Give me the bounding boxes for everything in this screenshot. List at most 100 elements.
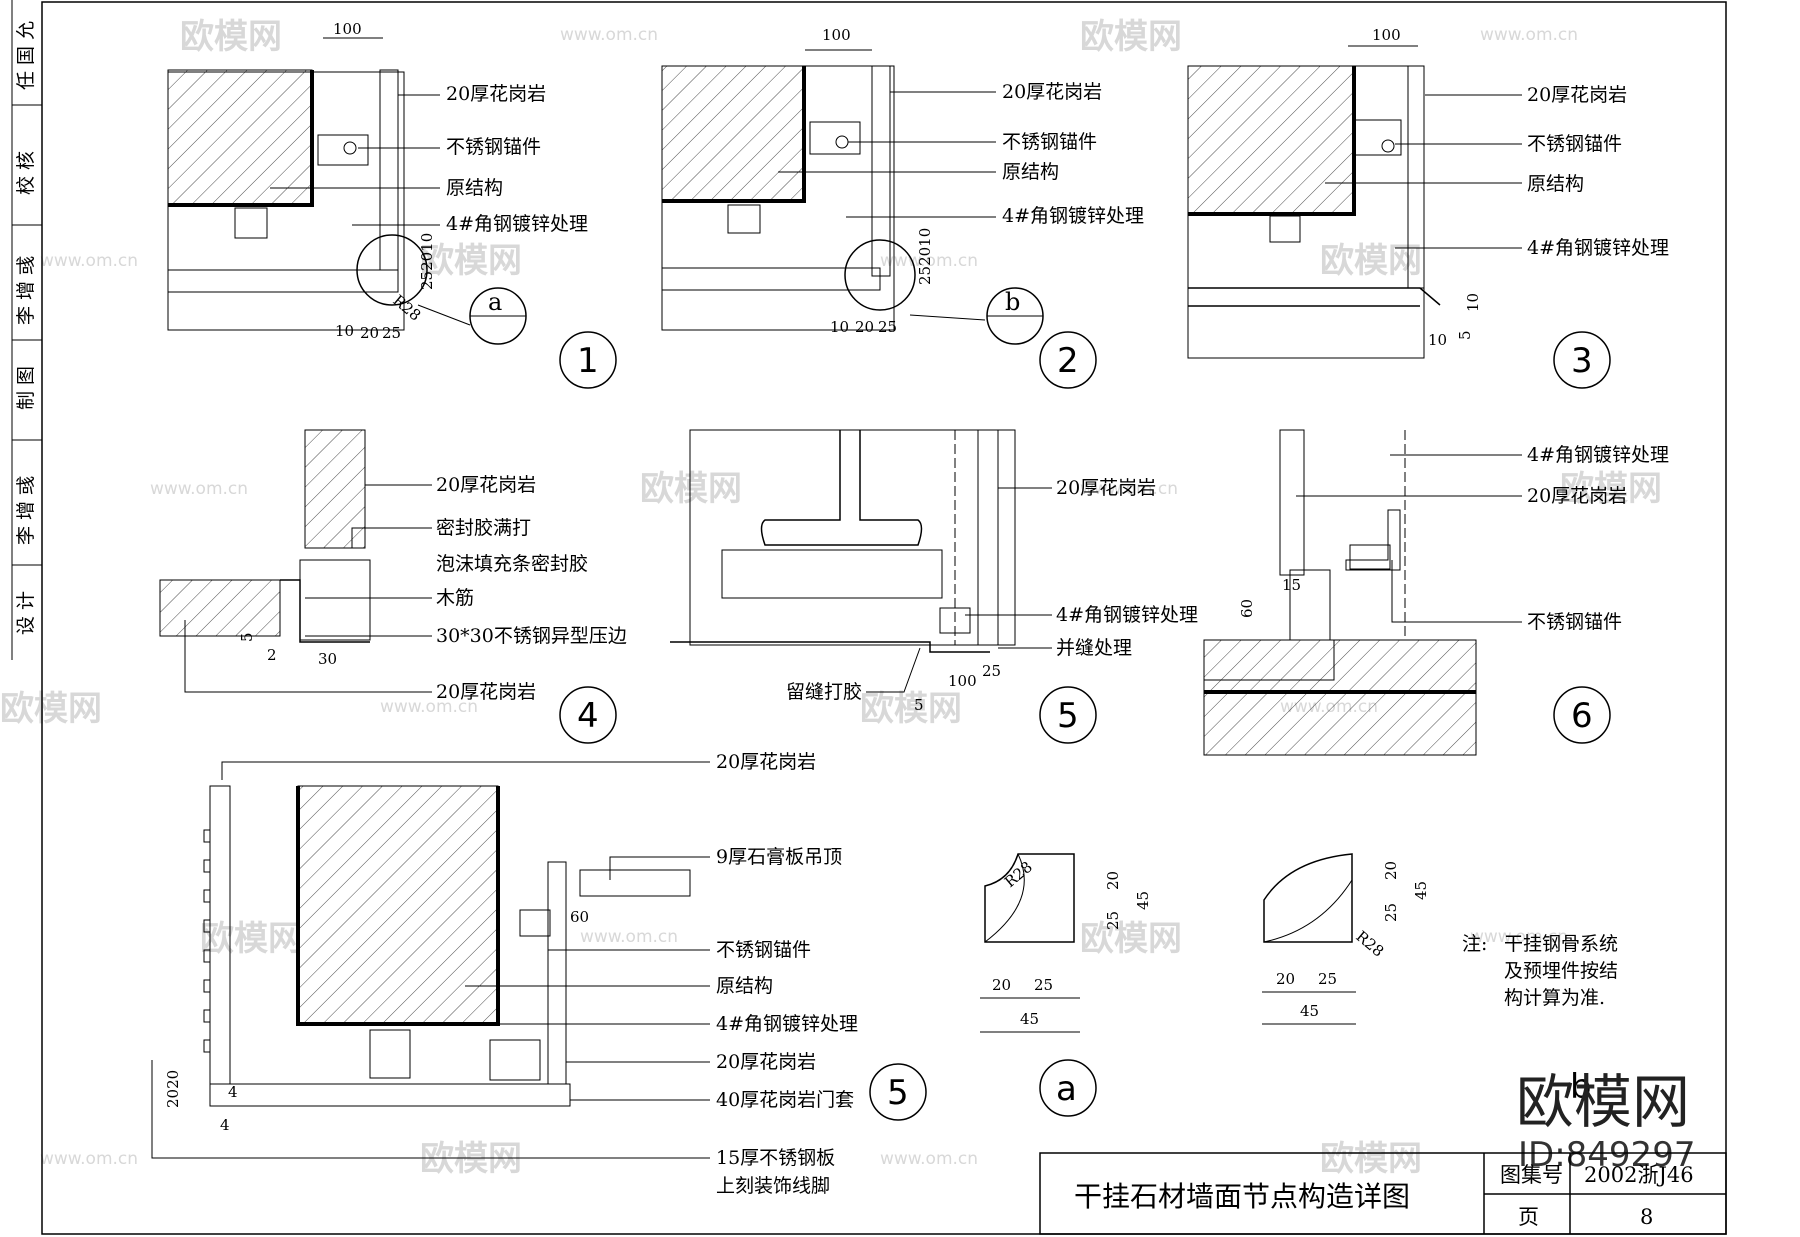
- stainless-trim: [280, 579, 370, 643]
- corner-profile: [984, 853, 1075, 943]
- detail-number-circle: [1039, 331, 1097, 389]
- watermark-url: www.om.cn: [1480, 25, 1578, 45]
- label-granite: 20厚花岗岩: [446, 83, 546, 105]
- atlas-label: 图集号: [1500, 1163, 1563, 1187]
- detail-number-circle: [559, 686, 617, 744]
- label-casing: 40厚花岗岩门套: [716, 1089, 854, 1111]
- callout-b-text: b: [1005, 288, 1020, 316]
- detail-5-lower: 20厚花岗岩 9厚石膏板吊顶 不锈钢锚件 原结构 4#角钢镀锌处理 20厚花岗岩…: [151, 751, 927, 1197]
- detail-number-circle: [1553, 686, 1611, 744]
- label-foam: 泡沫填充条密封胶: [436, 553, 588, 575]
- structure-edge: [662, 66, 806, 203]
- watermark-brand: 欧模网: [860, 689, 962, 729]
- label-angle: 4#角钢镀锌处理: [446, 213, 588, 235]
- note-prefix: 注:: [1462, 933, 1487, 955]
- structure-edge: [168, 70, 314, 207]
- watermark-url: www.om.cn: [40, 1149, 138, 1169]
- dim-2020: 2020: [164, 1070, 182, 1108]
- label-structure: 原结构: [1527, 173, 1584, 195]
- side-label-drafter-role: 制 图: [15, 366, 37, 410]
- label-angle: 4#角钢镀锌处理: [1002, 205, 1144, 227]
- dim-25b: 25: [1318, 970, 1337, 988]
- dim-5: 5: [914, 696, 924, 714]
- label-granite-lower: 20厚花岗岩: [436, 681, 536, 703]
- dim-side: 252010: [916, 228, 934, 285]
- dim-top: 100: [822, 26, 851, 44]
- corner-profile: [1263, 853, 1353, 943]
- ceiling-panel: [579, 869, 691, 897]
- watermark-brand: 欧模网: [640, 469, 742, 509]
- bottom-granite: [661, 267, 881, 291]
- stamp-id: ID:849297: [1518, 1135, 1695, 1175]
- label-sealant: 密封胶满打: [436, 517, 531, 539]
- watermark-brand: 欧模网: [0, 689, 102, 729]
- granite-panel: [871, 65, 891, 277]
- granite-panel: [1279, 429, 1305, 576]
- detail-frame: [661, 65, 895, 331]
- label-trim: 30*30不锈钢异型压边: [436, 625, 627, 647]
- label-granite: 20厚花岗岩: [1527, 84, 1627, 106]
- label-anchor: 不锈钢锚件: [1527, 133, 1622, 155]
- dim-45: 45: [1134, 891, 1152, 910]
- leader: [221, 761, 710, 780]
- radius-label: R28: [389, 291, 424, 324]
- detail-a: R28 20 25 45 20 25 45 a: [980, 853, 1152, 1117]
- leader: [1391, 560, 1522, 623]
- granite-right: [547, 861, 567, 1085]
- label-granite: 20厚花岗岩: [1056, 477, 1156, 499]
- dim-25: 25: [1104, 911, 1122, 930]
- watermark-url: www.om.cn: [580, 927, 678, 947]
- detail-number: 5: [887, 1073, 909, 1113]
- angle-steel: [939, 607, 971, 634]
- angle-steel: [489, 1039, 541, 1081]
- joint-line: [670, 641, 990, 653]
- side-label-checker-name: 任 国 允: [15, 21, 37, 90]
- dim-20: 20: [360, 324, 379, 342]
- label-granite: 20厚花岗岩: [1002, 81, 1102, 103]
- detail-number: 5: [1057, 696, 1079, 736]
- dim-10b: 10: [1464, 293, 1482, 312]
- stamp-logo: 欧模网: [1516, 1068, 1690, 1136]
- side-label-designer-name: 李 增 彧: [15, 476, 37, 545]
- dim-top: 100: [333, 20, 362, 38]
- watermark-brand: 欧模网: [1080, 17, 1182, 57]
- bolt-group: [1349, 544, 1391, 570]
- callout-a-text: a: [488, 288, 502, 316]
- label-structure: 原结构: [1002, 161, 1059, 183]
- dim-20: 20: [1104, 871, 1122, 890]
- steel-t-section: [760, 430, 923, 546]
- detail-3: 100 20厚花岗岩 不锈钢锚件 原结构 4#角钢镀锌处理 10 5 10 3: [1187, 26, 1669, 389]
- dim-25: 25: [1382, 903, 1400, 922]
- detail-number: 4: [577, 696, 599, 736]
- label-granite: 20厚花岗岩: [1527, 485, 1627, 507]
- watermark-url: www.om.cn: [380, 697, 478, 717]
- detail-number: 6: [1571, 696, 1593, 736]
- drawing-title: 干挂石材墙面节点构造详图: [1074, 1180, 1410, 1213]
- detail-number-circle: [869, 1063, 927, 1121]
- leader: [609, 856, 710, 880]
- original-structure: [167, 69, 313, 206]
- watermark-brand: 欧模网: [1320, 241, 1422, 281]
- granite-panel: [977, 429, 999, 646]
- atlas-value: 2002浙J46: [1584, 1163, 1694, 1187]
- watermark-url: www.om.cn: [1080, 479, 1178, 499]
- wood-strip: [299, 559, 371, 641]
- support-block: [369, 1029, 411, 1079]
- granite-panel: [379, 69, 399, 271]
- angle-steel: [234, 207, 268, 239]
- anchor-bracket: [1354, 119, 1402, 156]
- angle-steel: [727, 204, 761, 234]
- side-label-checker-role: 校 核: [15, 151, 37, 195]
- dim-15: 15: [1282, 576, 1301, 594]
- granite-lower: [159, 579, 281, 637]
- watermark-brand: 欧模网: [1320, 1139, 1422, 1179]
- label-wood: 木筋: [436, 587, 474, 609]
- callout-leader: [417, 304, 471, 326]
- label-granite-right: 20厚花岗岩: [716, 1051, 816, 1073]
- label-angle: 4#角钢镀锌处理: [1527, 444, 1669, 466]
- watermark-url: www.om.cn: [150, 479, 248, 499]
- detail-5-upper: 20厚花岗岩 4#角钢镀锌处理 并缝处理 留缝打胶 100 25 5 5: [670, 429, 1198, 744]
- dim-45b: 45: [1300, 1002, 1319, 1020]
- dim-10: 10: [1428, 331, 1447, 349]
